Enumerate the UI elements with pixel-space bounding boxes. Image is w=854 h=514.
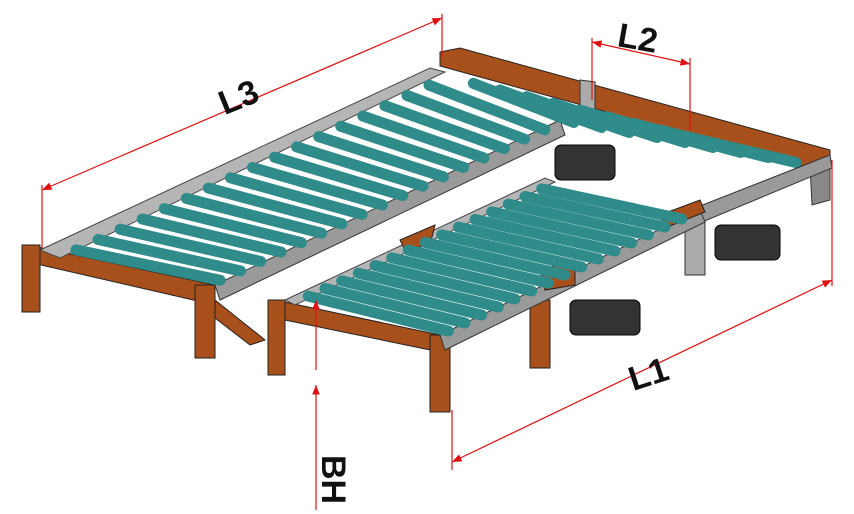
label-l2: L2 bbox=[615, 16, 661, 60]
roller bbox=[502, 198, 654, 241]
roller bbox=[486, 206, 638, 249]
label-bh: BH bbox=[314, 455, 352, 504]
roller bbox=[302, 290, 454, 337]
label-l1: L1 bbox=[624, 350, 673, 398]
rear-right-rollers bbox=[467, 77, 802, 168]
roller bbox=[452, 221, 604, 265]
roller bbox=[92, 234, 246, 277]
roller bbox=[70, 244, 226, 286]
roller bbox=[681, 131, 802, 168]
roller bbox=[423, 79, 551, 136]
roller bbox=[319, 283, 471, 329]
roller bbox=[469, 214, 621, 257]
roller bbox=[202, 182, 348, 230]
dimension-bh: BH bbox=[312, 300, 352, 510]
dimension-l2: L2 bbox=[591, 16, 691, 130]
roller bbox=[158, 203, 307, 249]
roller bbox=[436, 229, 588, 273]
roller bbox=[536, 183, 688, 225]
roller bbox=[419, 237, 571, 281]
roller bbox=[402, 244, 554, 289]
roller bbox=[180, 192, 328, 239]
roller bbox=[519, 191, 671, 233]
label-l3: L3 bbox=[213, 73, 264, 123]
roller bbox=[114, 223, 267, 267]
roller bbox=[136, 213, 287, 258]
